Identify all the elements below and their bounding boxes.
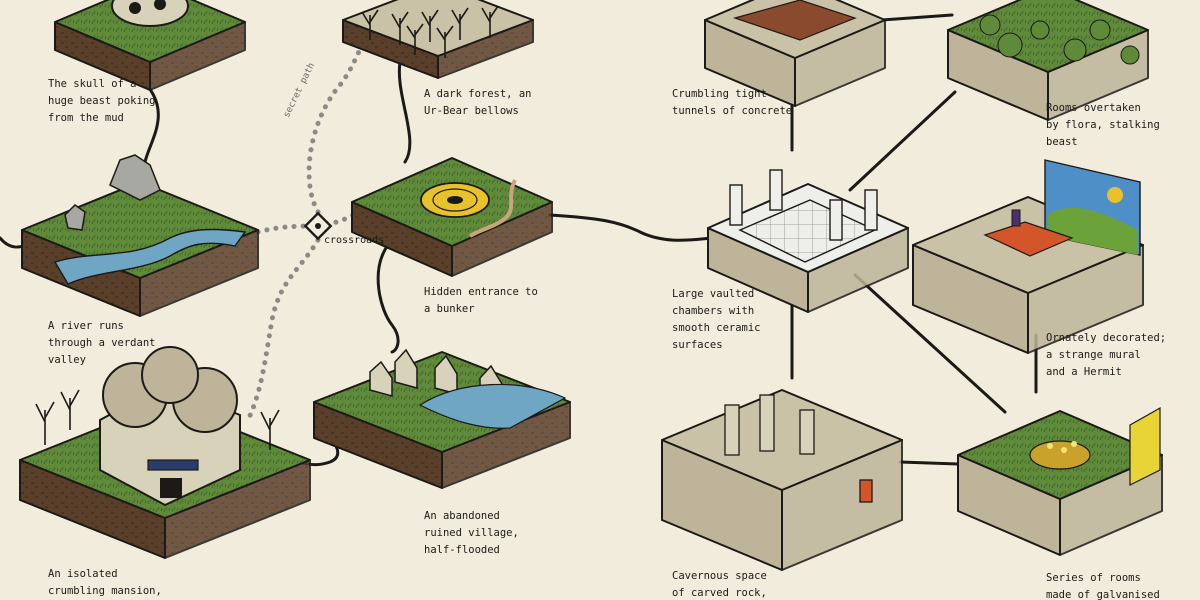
secret-path: [309, 45, 362, 212]
dotted-paths: [248, 45, 362, 420]
caption-village: An abandoned ruined village, half-floode…: [424, 508, 519, 559]
caption-skull: The skull of a huge beast poking from th…: [48, 76, 155, 127]
path-forest-hatch: [399, 62, 410, 162]
caption-mural: Ornately decorated; a strange mural and …: [1046, 330, 1166, 381]
caption-forest: A dark forest, an Ur-Bear bellows: [424, 86, 531, 120]
caption-flora: Rooms overtaken by flora, stalking beast: [1046, 100, 1160, 151]
caption-galvanised: Series of rooms made of galvanised: [1046, 570, 1160, 600]
path-hatch-vaults: [550, 215, 712, 240]
caption-bunker-entrance: Hidden entrance to a bunker: [424, 284, 538, 318]
crossroads-label: crossroads: [324, 235, 384, 246]
caption-tunnels: Crumbling tight tunnels of concrete: [672, 86, 792, 120]
caption-river: A river runs through a verdant valley: [48, 318, 155, 369]
tile-forest: [343, 0, 533, 78]
path-vaults-flora: [850, 92, 955, 190]
caption-cavern: Cavernous space of carved rock,: [672, 568, 767, 600]
caption-mansion: An isolated crumbling mansion,: [48, 566, 162, 600]
path-tunnels-flora: [882, 15, 952, 20]
path-cavern-galvanised: [900, 462, 958, 464]
caption-vaults: Large vaulted chambers with smooth ceram…: [672, 286, 761, 354]
path-hatch-village: [378, 245, 398, 352]
